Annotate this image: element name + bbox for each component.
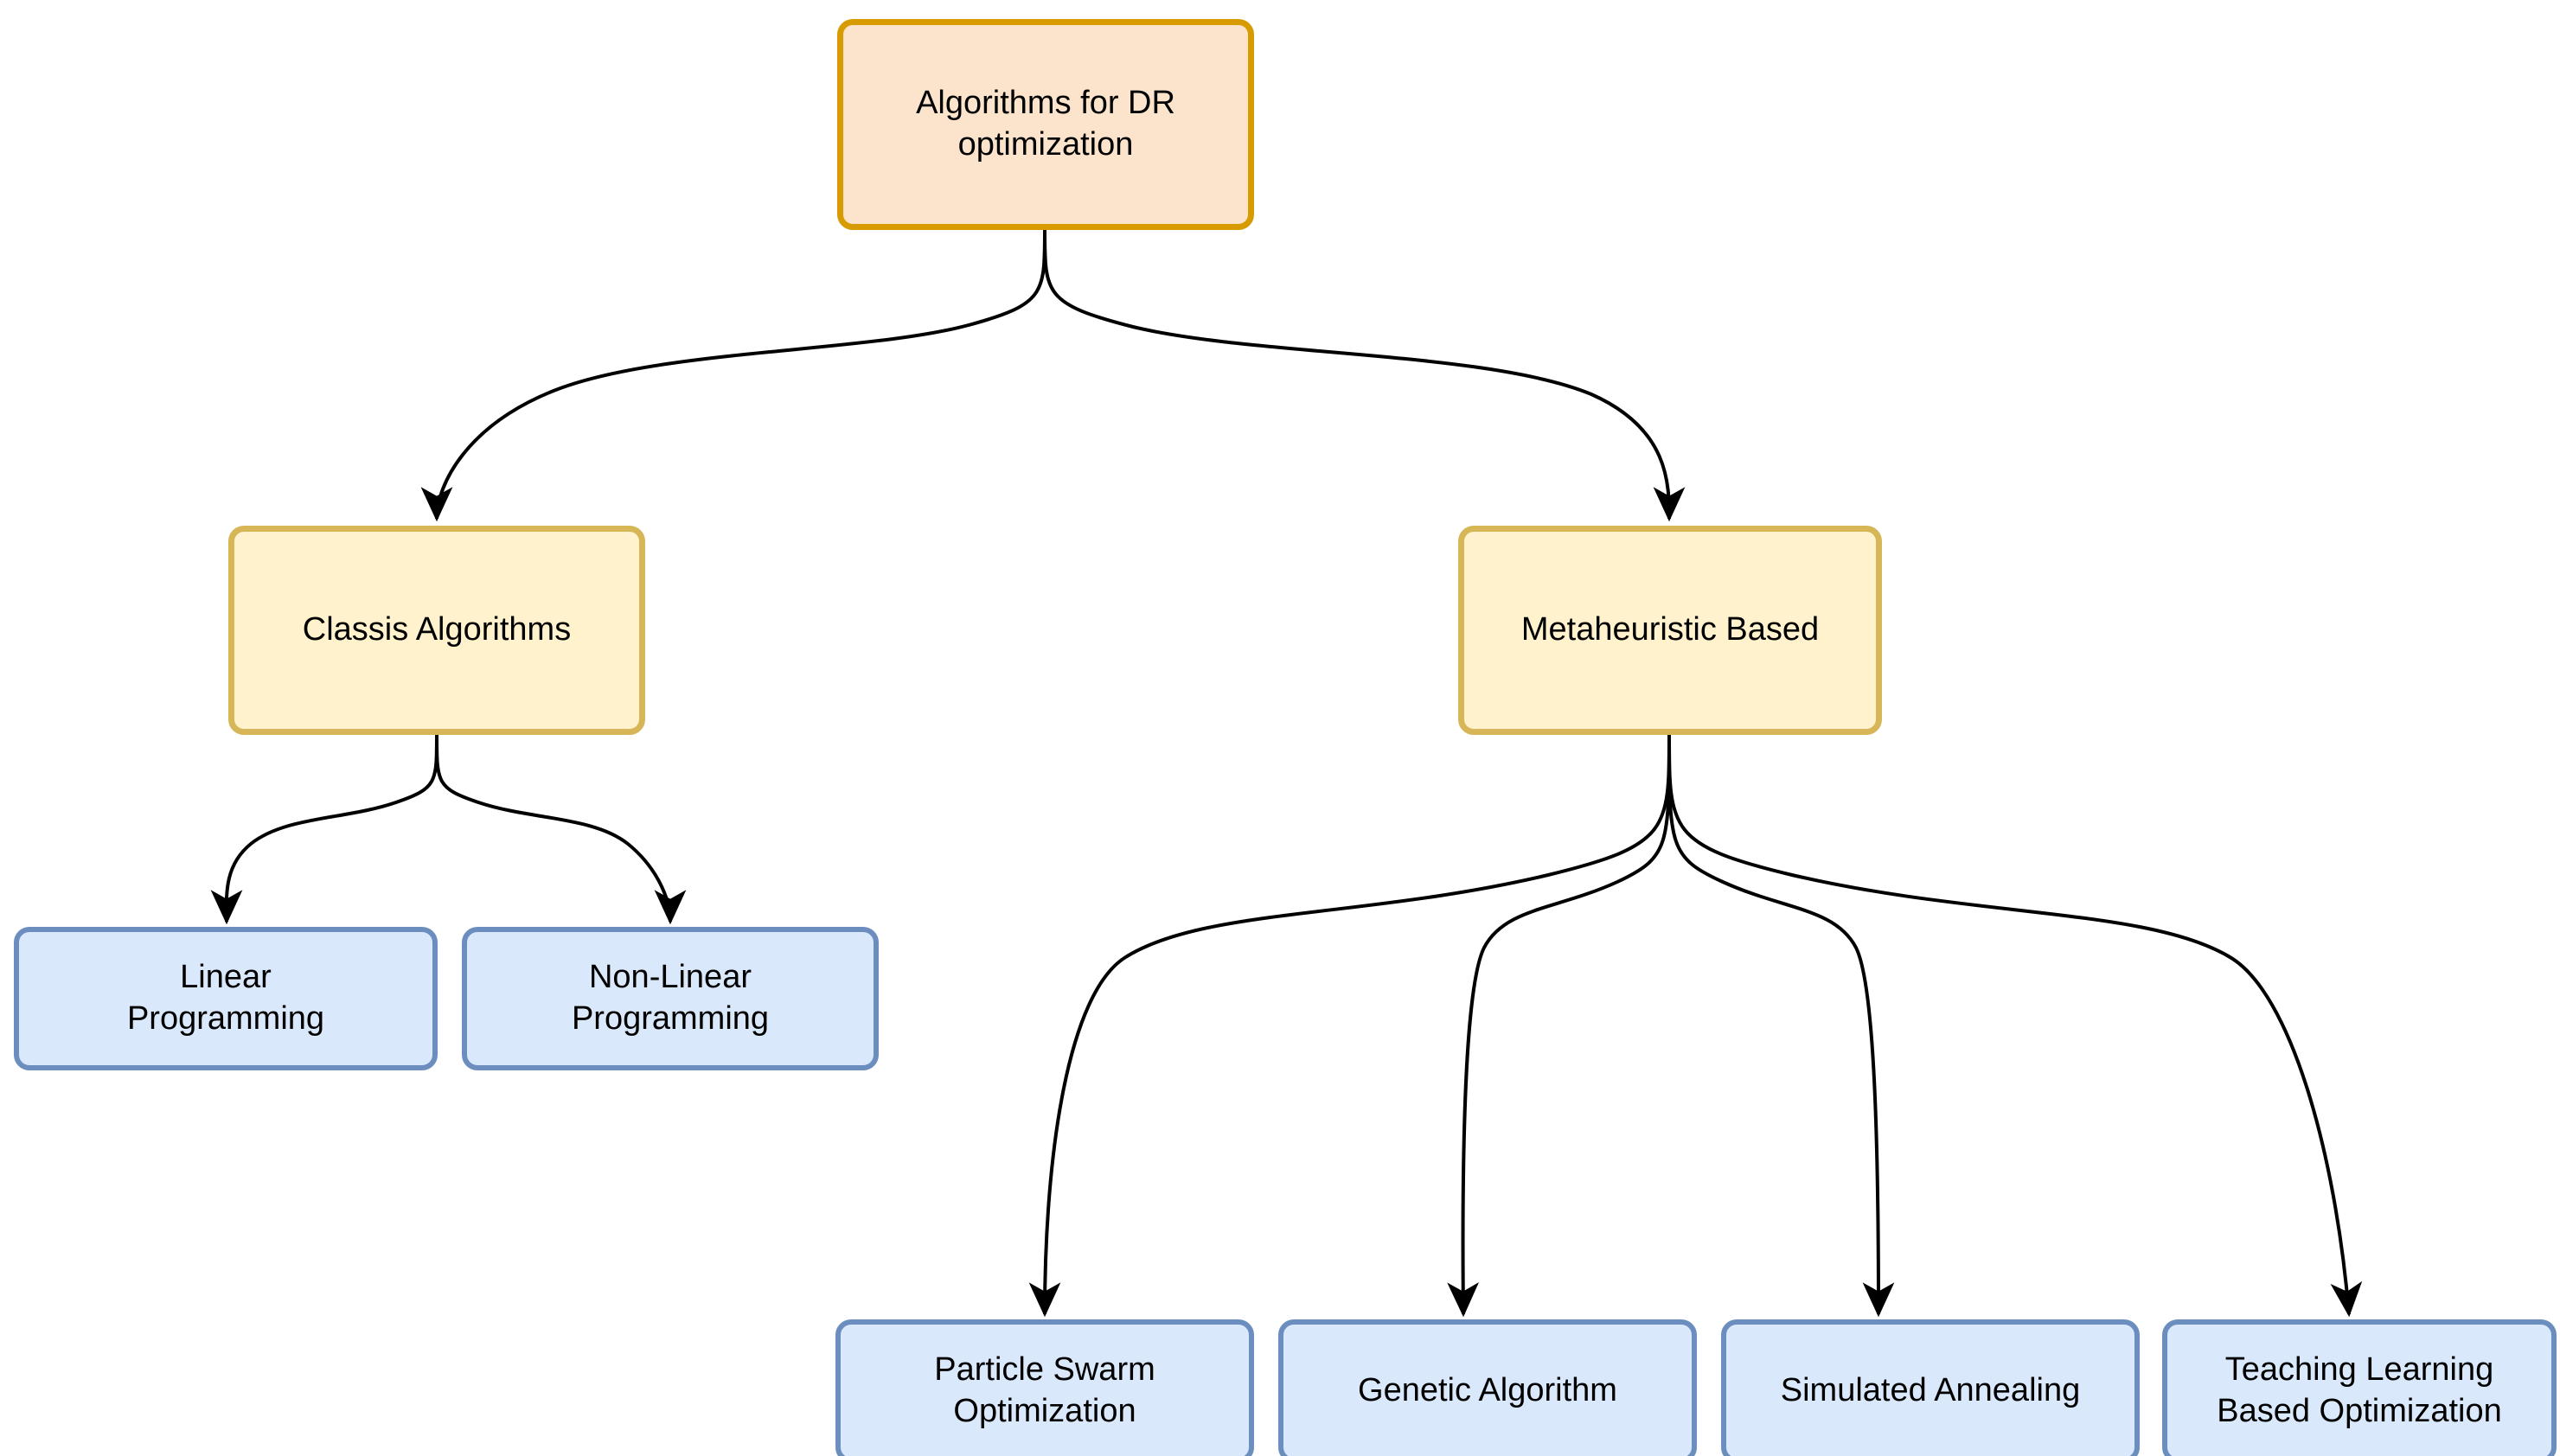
- edge-metaheuristic-to-tlbo: [1667, 734, 2363, 1318]
- node-non-linear-programming[interactable]: Non-Linear Programming: [462, 927, 879, 1070]
- node-teaching-learning-based-optimization[interactable]: Teaching Learning Based Optimization: [2162, 1319, 2557, 1456]
- node-metaheuristic-based[interactable]: Metaheuristic Based: [1458, 526, 1882, 735]
- edge-root-to-metaheuristic: [1043, 229, 1686, 522]
- node-root-algorithms-for-dr-optimization[interactable]: Algorithms for DR optimization: [837, 19, 1254, 230]
- edge-classic-to-nonlinear: [435, 734, 687, 925]
- node-linear-programming[interactable]: Linear Programming: [14, 927, 438, 1070]
- node-simulated-annealing[interactable]: Simulated Annealing: [1721, 1319, 2140, 1456]
- node-particle-swarm-optimization[interactable]: Particle Swarm Optimization: [835, 1319, 1254, 1456]
- node-genetic-algorithm[interactable]: Genetic Algorithm: [1278, 1319, 1697, 1456]
- edge-classic-to-linear: [210, 734, 438, 925]
- edge-metaheuristic-to-pso: [1028, 734, 1671, 1318]
- edge-root-to-classic: [420, 229, 1046, 522]
- edge-metaheuristic-to-sa: [1667, 734, 1895, 1318]
- node-classis-algorithms[interactable]: Classis Algorithms: [228, 526, 645, 735]
- edge-metaheuristic-to-ga: [1447, 734, 1671, 1318]
